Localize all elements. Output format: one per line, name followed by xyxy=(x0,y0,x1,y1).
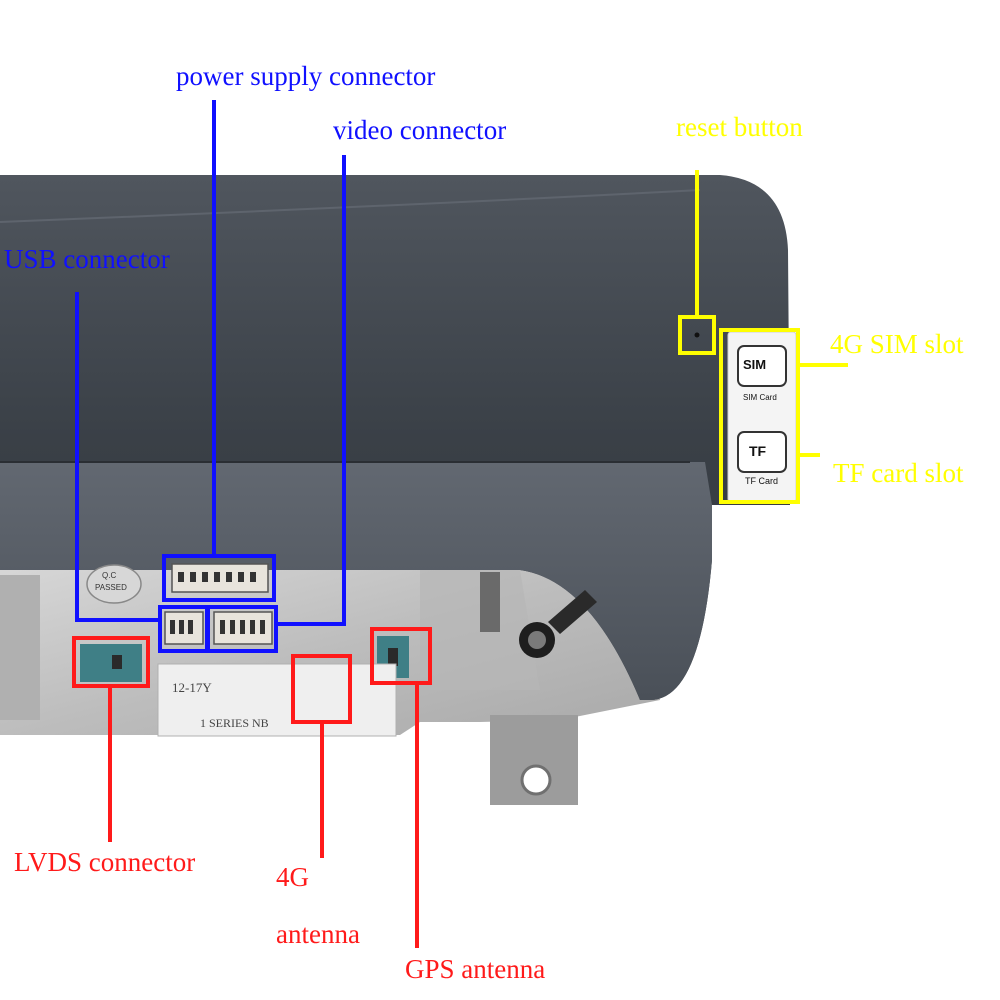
lvds-port xyxy=(80,644,142,682)
antenna-4g-label-line1: 4G xyxy=(276,862,309,892)
usb-label: USB connector xyxy=(4,244,170,274)
sim-icon-label: SIM xyxy=(743,357,767,372)
tf-caption: TF Card xyxy=(745,476,779,486)
qc-line1: Q.C xyxy=(102,571,117,580)
usb-leader-line xyxy=(75,292,160,622)
sim-slot-label: 4G SIM slot xyxy=(830,329,964,359)
tf-icon-label: TF xyxy=(749,443,767,459)
side-card-panel xyxy=(727,331,797,503)
video-highlight-box xyxy=(206,605,278,653)
product-sticker xyxy=(157,663,397,737)
reset-pinhole xyxy=(694,332,700,338)
gps-label: GPS antenna xyxy=(405,954,546,984)
sticker-line1: 12-17Y xyxy=(172,680,212,695)
video-label: video connector xyxy=(333,115,507,145)
power-supply-label: power supply connector xyxy=(176,61,436,91)
gps-highlight-box xyxy=(370,627,432,685)
antenna-4g-label-line2: antenna xyxy=(276,919,360,949)
video-port xyxy=(213,611,273,645)
qc-line2: PASSED xyxy=(95,583,127,592)
qc-passed-stamp xyxy=(86,564,142,604)
ground-bolt xyxy=(519,590,597,658)
sticker-line2: 1 SERIES NB xyxy=(200,716,269,730)
usb-port xyxy=(164,611,204,645)
sim-caption: SIM Card xyxy=(743,393,777,402)
power-connector xyxy=(171,563,269,593)
power-supply-highlight-box xyxy=(162,554,276,602)
lvds-label: LVDS connector xyxy=(14,847,196,877)
reset-label: reset button xyxy=(676,112,803,142)
card-slot-highlight-box xyxy=(719,328,800,504)
video-leader-line xyxy=(276,155,346,626)
tf-slot-label: TF card slot xyxy=(833,458,964,488)
